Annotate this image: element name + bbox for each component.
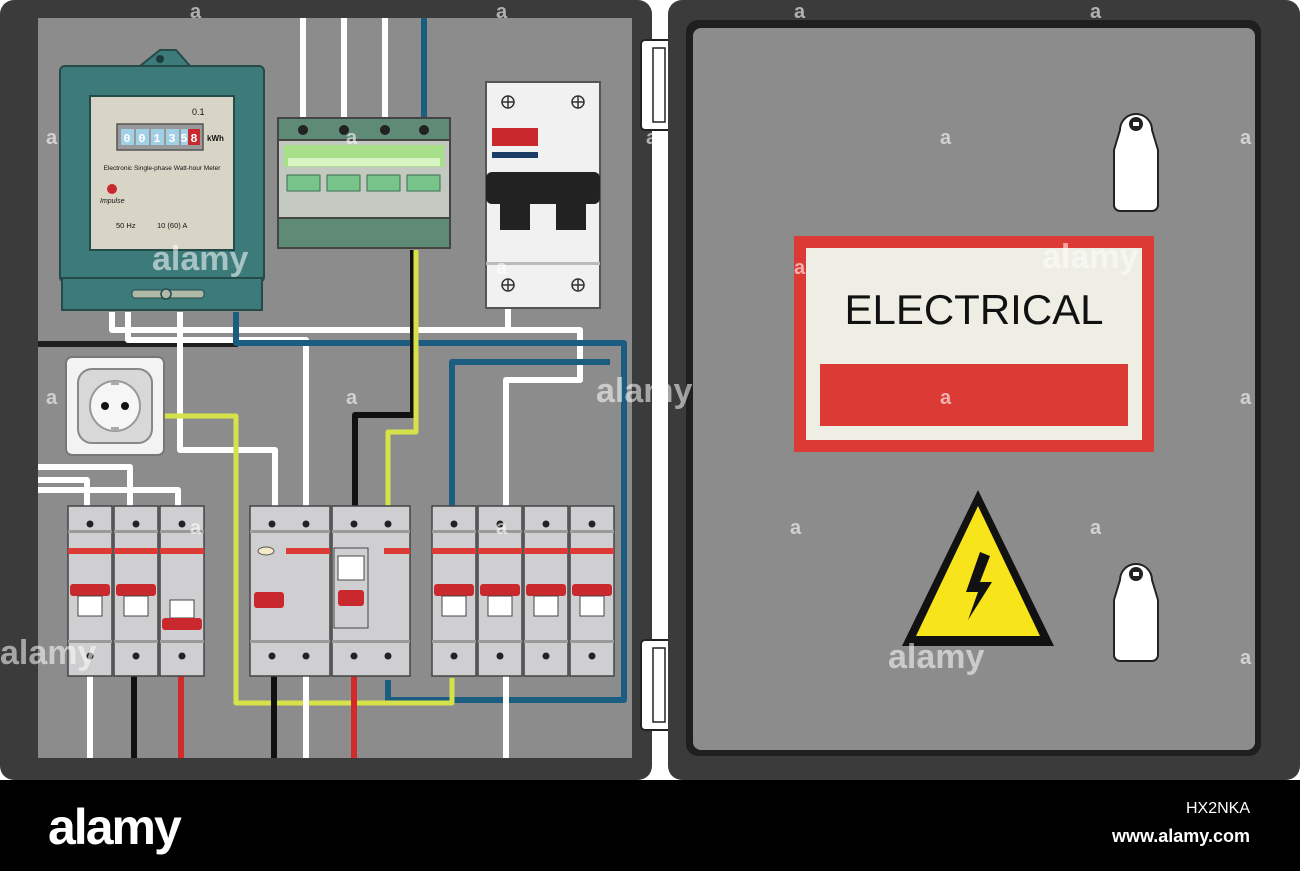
- stock-url: www.alamy.com: [1111, 826, 1250, 846]
- watermark-letter: a: [496, 517, 508, 539]
- meter-digit: 5: [180, 132, 187, 146]
- watermark-letter: a: [790, 517, 802, 539]
- meter-digit: 1: [153, 132, 160, 146]
- watermark-letter: a: [346, 127, 358, 149]
- watermark-text: alamy: [888, 638, 984, 676]
- circuit-breaker[interactable]: [523, 505, 569, 677]
- watermark-letter: a: [346, 387, 358, 409]
- watermark-letter: a: [496, 1, 508, 23]
- meter-unit: kWh: [207, 134, 224, 143]
- meter-digit: 0: [138, 132, 145, 146]
- circuit-breaker[interactable]: [113, 505, 159, 677]
- meter-title: Electronic Single-phase Watt-hour Meter: [104, 165, 222, 172]
- electrical-sign: ELECTRICAL: [794, 236, 1154, 452]
- socket-icon: [65, 356, 165, 456]
- meter-digit: 0: [123, 132, 130, 146]
- image-id: HX2NKA: [1185, 800, 1250, 817]
- watermark-letter: a: [1240, 387, 1252, 409]
- watermark-letter: a: [646, 127, 658, 149]
- watermark-letter: a: [1240, 647, 1252, 669]
- watermark: alamy alamy alamy alamy alamy a a a a a a a a a a a a a a a…: [0, 1, 1252, 780]
- watermark-letter: a: [1090, 775, 1102, 780]
- top-circuit-breaker: [485, 81, 601, 309]
- watermark-letter: a: [940, 127, 952, 149]
- meter-impulse-label: Impulse: [100, 198, 125, 205]
- stock-footer: alamy HX2NKA www.alamy.com: [0, 780, 1300, 871]
- meter-current-rating: 10 (60) A: [157, 221, 187, 230]
- watermark-text: alamy: [0, 634, 96, 672]
- watermark-letter: a: [46, 127, 58, 149]
- watermark-text: alamy: [152, 240, 248, 278]
- meter-counter: 0 0 1 3 5 8: [121, 129, 200, 146]
- watermark-letter: a: [190, 1, 202, 23]
- watermark-letter: a: [1090, 517, 1102, 539]
- watermark-letter: a: [190, 775, 202, 780]
- electric-meter: 0.1 0 0 1 3 5 8 kWh Electronic Single-ph…: [59, 49, 265, 311]
- watermark-letter: a: [46, 387, 58, 409]
- watermark-letter: a: [794, 775, 806, 780]
- meter-digit: 3: [168, 132, 175, 146]
- breaker-row: [67, 505, 615, 677]
- watermark-letter: a: [794, 1, 806, 23]
- watermark-letter: a: [496, 257, 508, 279]
- rcd-breaker[interactable]: [331, 505, 411, 677]
- high-voltage-warning-icon: [902, 490, 1054, 646]
- meter-frequency: 50 Hz: [116, 221, 136, 230]
- watermark-letter: a: [794, 257, 806, 279]
- circuit-breaker[interactable]: [159, 505, 205, 677]
- watermark-letter: a: [496, 775, 508, 780]
- circuit-breaker[interactable]: [569, 505, 615, 677]
- electrical-cabinet-scene: 0.1 0 0 1 3 5 8 kWh Electronic Single-ph…: [0, 0, 1300, 780]
- watermark-letter: a: [190, 517, 202, 539]
- circuit-breaker[interactable]: [67, 505, 113, 677]
- main-switch-module: [277, 117, 451, 249]
- meter-digit-last: 8: [190, 132, 197, 146]
- sign-text: ELECTRICAL: [844, 286, 1103, 333]
- circuit-breaker[interactable]: [431, 505, 477, 677]
- watermark-text: alamy: [1042, 238, 1138, 276]
- watermark-text: alamy: [596, 372, 692, 410]
- watermark-letter: a: [940, 387, 952, 409]
- lock-icon[interactable]: [1113, 113, 1159, 212]
- watermark-letter: a: [1240, 127, 1252, 149]
- footer-logo: alamy: [48, 799, 182, 855]
- lock-icon[interactable]: [1113, 563, 1159, 662]
- circuit-breaker[interactable]: [477, 505, 523, 677]
- watermark-letter: a: [1090, 1, 1102, 23]
- residual-current-device[interactable]: [249, 505, 331, 677]
- wiring: [38, 18, 627, 758]
- meter-decimal-label: 0.1: [192, 107, 205, 117]
